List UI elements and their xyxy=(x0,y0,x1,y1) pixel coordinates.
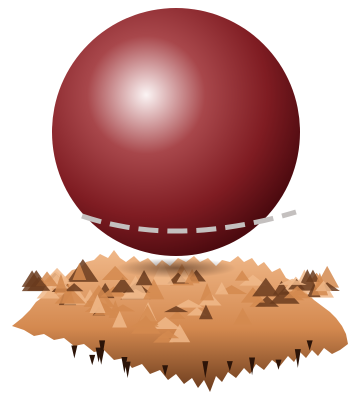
rough-surface-icon xyxy=(12,250,348,392)
sphere-icon xyxy=(52,8,300,256)
contact-shadow xyxy=(116,258,236,278)
surface-crevice xyxy=(89,355,95,365)
surface-crevice xyxy=(71,345,77,358)
